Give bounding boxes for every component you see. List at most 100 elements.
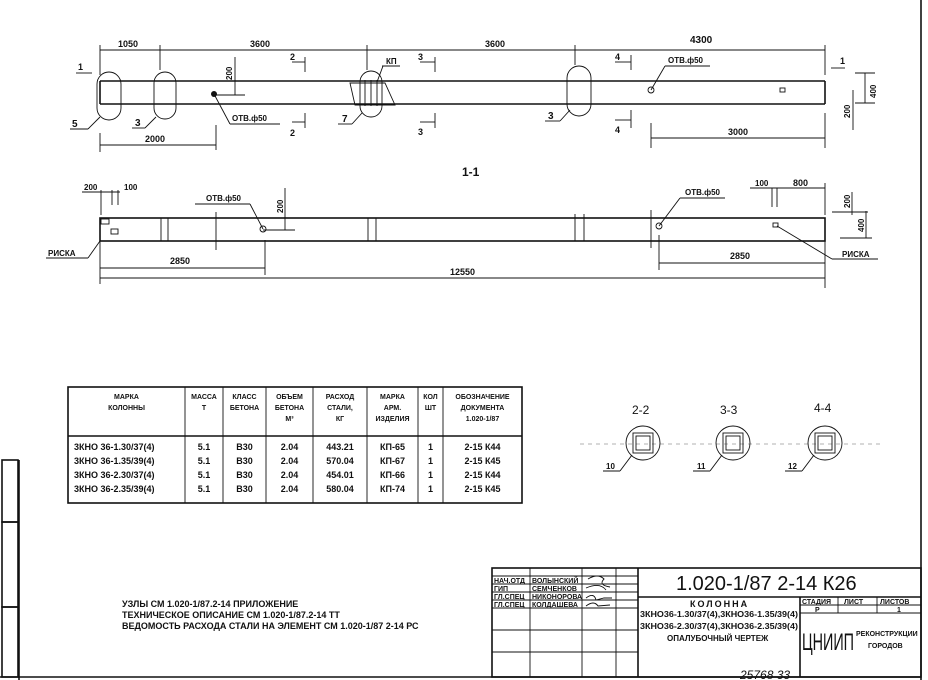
section-title: 1-1 bbox=[462, 165, 480, 179]
dim-label: 200 bbox=[843, 194, 852, 208]
specification-table: МАРКАКОЛОННЫМАССАТКЛАССБЕТОНАОБЪЕМБЕТОНА… bbox=[67, 386, 523, 504]
dim-label: 400 bbox=[857, 218, 866, 232]
signature-name: НИКОНОРОВА bbox=[532, 594, 582, 601]
table-cell: 2.04 bbox=[281, 470, 299, 480]
table-cell: КП-67 bbox=[380, 456, 405, 466]
section-4-4: 4-4 12 bbox=[785, 401, 843, 472]
element-marks: 3КНО36-1.30/37(4),3КНО36-1.35/39(4) bbox=[640, 610, 798, 619]
table-cell: 5.1 bbox=[198, 470, 211, 480]
table-header-cell: СТАЛИ, bbox=[327, 405, 353, 412]
table-cell: В30 bbox=[236, 442, 253, 452]
notes: УЗЛЫ СМ 1.020-1/87.2-14 ПРИЛОЖЕНИЕ ТЕХНИ… bbox=[122, 599, 419, 631]
dim-label: 3600 bbox=[485, 39, 505, 49]
hole-label: ОТВ.ф50 bbox=[206, 194, 242, 203]
table-cell: 2.04 bbox=[281, 484, 299, 494]
hole-icon bbox=[655, 222, 663, 230]
callout-number: 3 bbox=[135, 118, 141, 129]
dim-label: 1050 bbox=[118, 39, 138, 49]
table-cell: 2.04 bbox=[281, 442, 299, 452]
table-cell: 2-15 К44 bbox=[464, 470, 500, 480]
table-header-cell: М³ bbox=[285, 416, 294, 423]
detail-callout-oval bbox=[359, 70, 383, 118]
kp-label: КП bbox=[386, 57, 397, 66]
table-cell: 2-15 К45 bbox=[464, 456, 500, 466]
section-mark: 2 bbox=[290, 128, 295, 138]
section-title: 2-2 bbox=[632, 403, 650, 417]
cross-sections: 2-2 10 3-3 12 11 4-4 12 bbox=[580, 401, 880, 472]
hole-label: ОТВ.ф50 bbox=[232, 114, 268, 123]
callout-number: 7 bbox=[342, 114, 348, 125]
callout-number: 12 bbox=[788, 462, 797, 471]
table-cell: КП-74 bbox=[380, 484, 405, 494]
signature-icon bbox=[585, 595, 612, 601]
hole-icon bbox=[647, 86, 655, 94]
section-mark: 3 bbox=[418, 127, 423, 137]
signature-name: КОЛДАШЕВА bbox=[532, 602, 578, 609]
signature-role: ГИП bbox=[494, 586, 508, 593]
callout-number: 11 bbox=[697, 462, 706, 471]
table-cell: В30 bbox=[236, 456, 253, 466]
table-header-cell: КГ bbox=[336, 416, 344, 423]
document-code: 1.020-1/87 2-14 К26 bbox=[676, 573, 857, 595]
section-mark: 1 bbox=[78, 62, 83, 72]
note-line: ТЕХНИЧЕСКОЕ ОПИСАНИЕ СМ 1.020-1/87.2-14 … bbox=[122, 610, 340, 620]
table-cell: В30 bbox=[236, 484, 253, 494]
org-logo: ЦНИИП bbox=[802, 629, 854, 656]
section-mark: 2 bbox=[290, 52, 295, 62]
element-title: КОЛОННА bbox=[690, 599, 749, 609]
table-cell: 570.04 bbox=[326, 456, 354, 466]
table-cell: 1 bbox=[428, 442, 433, 452]
hole-label: ОТВ.ф50 bbox=[668, 56, 704, 65]
table-cell: 1 bbox=[428, 470, 433, 480]
section-mark: 4 bbox=[615, 125, 620, 135]
table-cell: 3КНО 36-1.35/39(4) bbox=[74, 456, 155, 466]
table-header-cell: БЕТОНА bbox=[230, 405, 259, 412]
element-marks: 3КНО36-2.30/37(4),3КНО36-2.35/39(4) bbox=[640, 622, 798, 631]
table-cell: 443.21 bbox=[326, 442, 354, 452]
table-header-cell: КЛАСС bbox=[232, 394, 256, 401]
section-2-2: 2-2 10 bbox=[603, 403, 661, 472]
table-cell: 3КНО 36-1.30/37(4) bbox=[74, 442, 155, 452]
signature-name: ВОЛЫНСКИЙ bbox=[532, 576, 578, 585]
table-header-cell: РАСХОД bbox=[326, 394, 355, 401]
table-header-cell: 1.020-1/87 bbox=[466, 416, 500, 423]
sheet-header: ЛИСТ bbox=[844, 599, 864, 606]
org-name: ГОРОДОВ bbox=[868, 643, 903, 650]
sheets-header: ЛИСТОВ bbox=[880, 599, 909, 606]
table-cell: 5.1 bbox=[198, 484, 211, 494]
dim-label: 100 bbox=[755, 179, 769, 188]
section-mark: 3 bbox=[418, 52, 423, 62]
signature-role: НАЧ.ОТД bbox=[494, 578, 525, 585]
dim-label: 3000 bbox=[728, 127, 748, 137]
table-cell: В30 bbox=[236, 470, 253, 480]
section-title: 4-4 bbox=[814, 401, 832, 415]
detail-callout-oval bbox=[153, 71, 177, 120]
table-cell: 580.04 bbox=[326, 484, 354, 494]
table-cell: 3КНО 36-2.30/37(4) bbox=[74, 470, 155, 480]
section-mark: 1 bbox=[840, 56, 845, 66]
dim-label: 2850 bbox=[170, 256, 190, 266]
detail-callout-oval bbox=[566, 65, 592, 117]
table-header-cell: ОБОЗНАЧЕНИЕ bbox=[455, 394, 510, 401]
table-header-cell: МАРКА bbox=[114, 394, 139, 401]
table-cell: 454.01 bbox=[326, 470, 354, 480]
dim-label: 4300 bbox=[690, 35, 713, 46]
callout-number: 10 bbox=[606, 462, 615, 471]
table-header-cell: МАРКА bbox=[380, 394, 405, 401]
stage-header: СТАДИЯ bbox=[802, 599, 831, 606]
signature-name: СЕМЧЕНКОВ bbox=[532, 586, 577, 593]
table-cell: 5.1 bbox=[198, 456, 211, 466]
callout-number: 5 bbox=[72, 119, 78, 130]
table-header-cell: ИЗДЕЛИЯ bbox=[375, 416, 409, 423]
dim-label: 200 bbox=[225, 66, 234, 80]
dim-label: 3600 bbox=[250, 39, 270, 49]
stage-value: Р bbox=[815, 607, 820, 614]
hole-icon bbox=[259, 225, 267, 233]
dim-label: 100 bbox=[124, 183, 138, 192]
table-header-cell: ДОКУМЕНТА bbox=[461, 405, 505, 412]
table-header-cell: Т bbox=[202, 405, 207, 412]
section-3-3: 3-3 12 11 bbox=[693, 403, 751, 472]
